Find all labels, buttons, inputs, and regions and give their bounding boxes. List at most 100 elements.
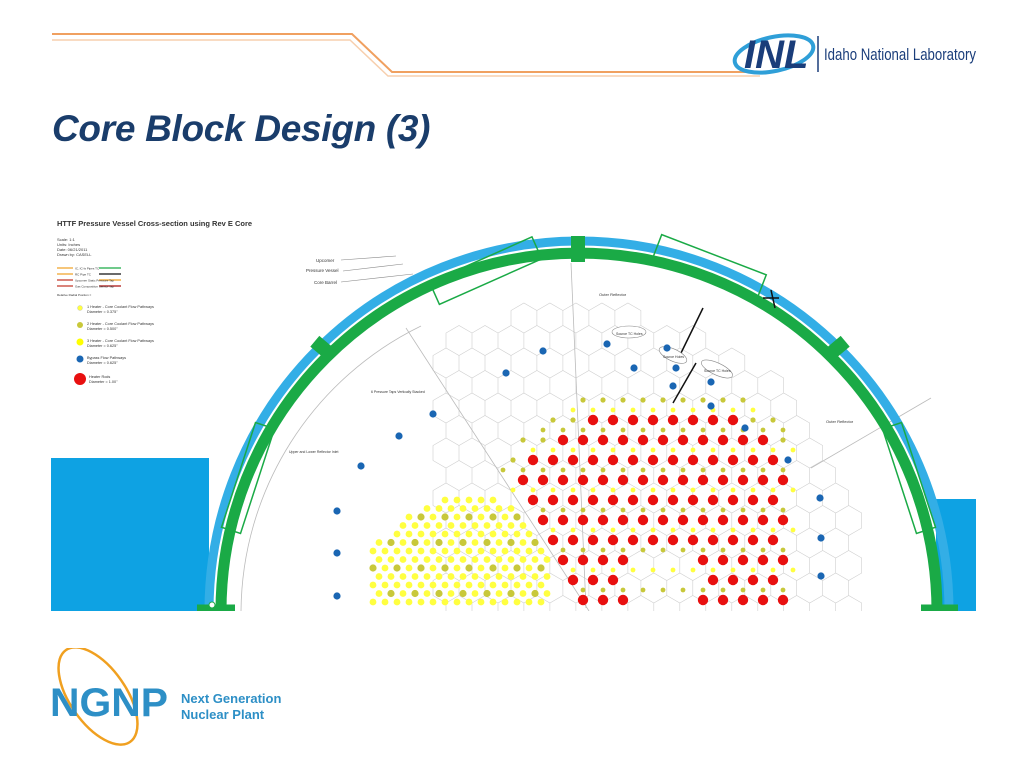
- coolant-pin-small: [405, 513, 413, 521]
- coolant-pin-small: [630, 527, 636, 533]
- coolant-pin-small: [525, 598, 533, 606]
- coolant-pin-small: [441, 496, 449, 504]
- label-core-barrel: Core Barrel: [314, 280, 337, 285]
- heater-rod: [617, 474, 629, 486]
- coolant-pin-small: [560, 467, 566, 473]
- coolant-pin-small: [513, 530, 521, 538]
- heater-rod: [717, 514, 729, 526]
- coolant-pin-small: [429, 581, 437, 589]
- coolant-pin-small: [600, 547, 606, 553]
- coolant-pin-small: [540, 507, 546, 513]
- coolant-pin-medium: [507, 538, 515, 547]
- legend-label-0: 1 Heater - Core Coolant Flow Pathways: [87, 305, 154, 309]
- coolant-pin-small: [513, 581, 521, 589]
- coolant-pin-medium: [369, 564, 377, 572]
- coolant-pin-small: [740, 467, 746, 473]
- coolant-pin-small: [477, 598, 485, 606]
- inl-mark: INL: [744, 33, 808, 77]
- coolant-pin-small: [453, 581, 461, 589]
- hex-lattice: [432, 302, 862, 611]
- bypass-flow-pin: [669, 382, 677, 390]
- coolant-pin-small: [600, 427, 606, 433]
- coolant-pin-small: [590, 447, 596, 453]
- coolant-pin-small: [580, 467, 586, 473]
- coolant-pin-small: [620, 427, 626, 433]
- coolant-pin-small: [720, 587, 726, 593]
- heater-rod: [587, 454, 599, 466]
- coolant-pin-small: [570, 567, 576, 573]
- coolant-pin-small: [519, 590, 527, 597]
- coolant-pin-small: [780, 547, 786, 553]
- coolant-pin-small: [489, 496, 497, 504]
- coolant-pin-small: [730, 487, 736, 493]
- heater-rod: [707, 454, 719, 466]
- coolant-pin-small: [660, 467, 666, 473]
- coolant-pin-small: [405, 564, 413, 572]
- coolant-pin-small: [660, 587, 666, 593]
- coolant-pin-small: [580, 587, 586, 593]
- coolant-pin-small: [453, 513, 461, 521]
- heater-rod: [637, 434, 649, 446]
- coolant-pin-small: [465, 530, 473, 538]
- coolant-pin-small: [650, 567, 656, 573]
- coolant-pin-medium: [441, 513, 449, 521]
- heater-rod: [597, 434, 609, 446]
- coolant-pin-medium: [640, 397, 646, 403]
- coolant-pin-small: [760, 507, 766, 513]
- bypass-flow-pin: [333, 507, 341, 515]
- coolant-pin-small: [507, 505, 515, 512]
- legend-swatch-coolant-3: [76, 338, 84, 346]
- heater-rod: [537, 474, 549, 486]
- coolant-pin-small: [501, 513, 509, 521]
- coolant-pin-small: [620, 467, 626, 473]
- coolant-pin-small: [459, 522, 467, 529]
- coolant-pin-small: [580, 507, 586, 513]
- inl-logo-icon: INL Idaho National Laboratory: [732, 33, 976, 77]
- heater-rod: [757, 434, 769, 446]
- legend-detail-3: Diameter = 0.625": [87, 361, 118, 365]
- coolant-pin-small: [459, 573, 467, 580]
- coolant-pin-small: [740, 587, 746, 593]
- coolant-pin-small: [423, 522, 431, 529]
- coolant-pin-small: [417, 581, 425, 589]
- heater-rod: [657, 474, 669, 486]
- coolant-pin-small: [519, 573, 527, 580]
- bypass-flow-pin: [357, 462, 365, 470]
- heater-rod: [717, 474, 729, 486]
- heater-rod: [617, 554, 629, 566]
- heater-rod: [727, 494, 739, 506]
- coolant-pin-small: [471, 590, 479, 597]
- coolant-pin-medium: [387, 589, 395, 598]
- coolant-pin-small: [489, 530, 497, 538]
- heater-rod: [587, 414, 599, 426]
- coolant-pin-medium: [411, 589, 419, 598]
- pressure-vessel: [204, 236, 954, 611]
- coolant-pin-medium: [441, 564, 449, 572]
- coolant-pin-small: [525, 564, 533, 572]
- coolant-pin-small: [423, 539, 431, 546]
- coolant-pin-small: [501, 547, 509, 555]
- inl-logo: INL Idaho National Laboratory: [730, 22, 990, 82]
- coolant-pin-small: [500, 467, 506, 473]
- bypass-flow-pin: [333, 549, 341, 557]
- coolant-pin-small: [720, 547, 726, 553]
- coolant-pin-small: [670, 407, 676, 413]
- coolant-pin-small: [537, 598, 545, 606]
- coolant-pin-small: [630, 487, 636, 493]
- heater-rod: [747, 534, 759, 546]
- coolant-pin-small: [501, 598, 509, 606]
- coolant-pin-small: [525, 581, 533, 589]
- coolant-pin-medium: [700, 397, 706, 403]
- coolant-pin-small: [560, 427, 566, 433]
- coolant-pin-small: [680, 507, 686, 513]
- coolant-pin-small: [790, 447, 796, 453]
- coolant-pin-small: [399, 590, 407, 597]
- coolant-pin-small: [411, 556, 419, 563]
- legend-label-3: Bypass Flow Pathways: [87, 356, 126, 360]
- heater-rod: [617, 594, 629, 606]
- ngnp-line1: Next Generation: [181, 691, 281, 706]
- upcomer-panels: [220, 233, 937, 535]
- line-legend-0: IC, IC-Is Pipes TC: [75, 267, 100, 271]
- coolant-pin-small: [510, 487, 516, 493]
- coolant-pin-small: [550, 447, 556, 453]
